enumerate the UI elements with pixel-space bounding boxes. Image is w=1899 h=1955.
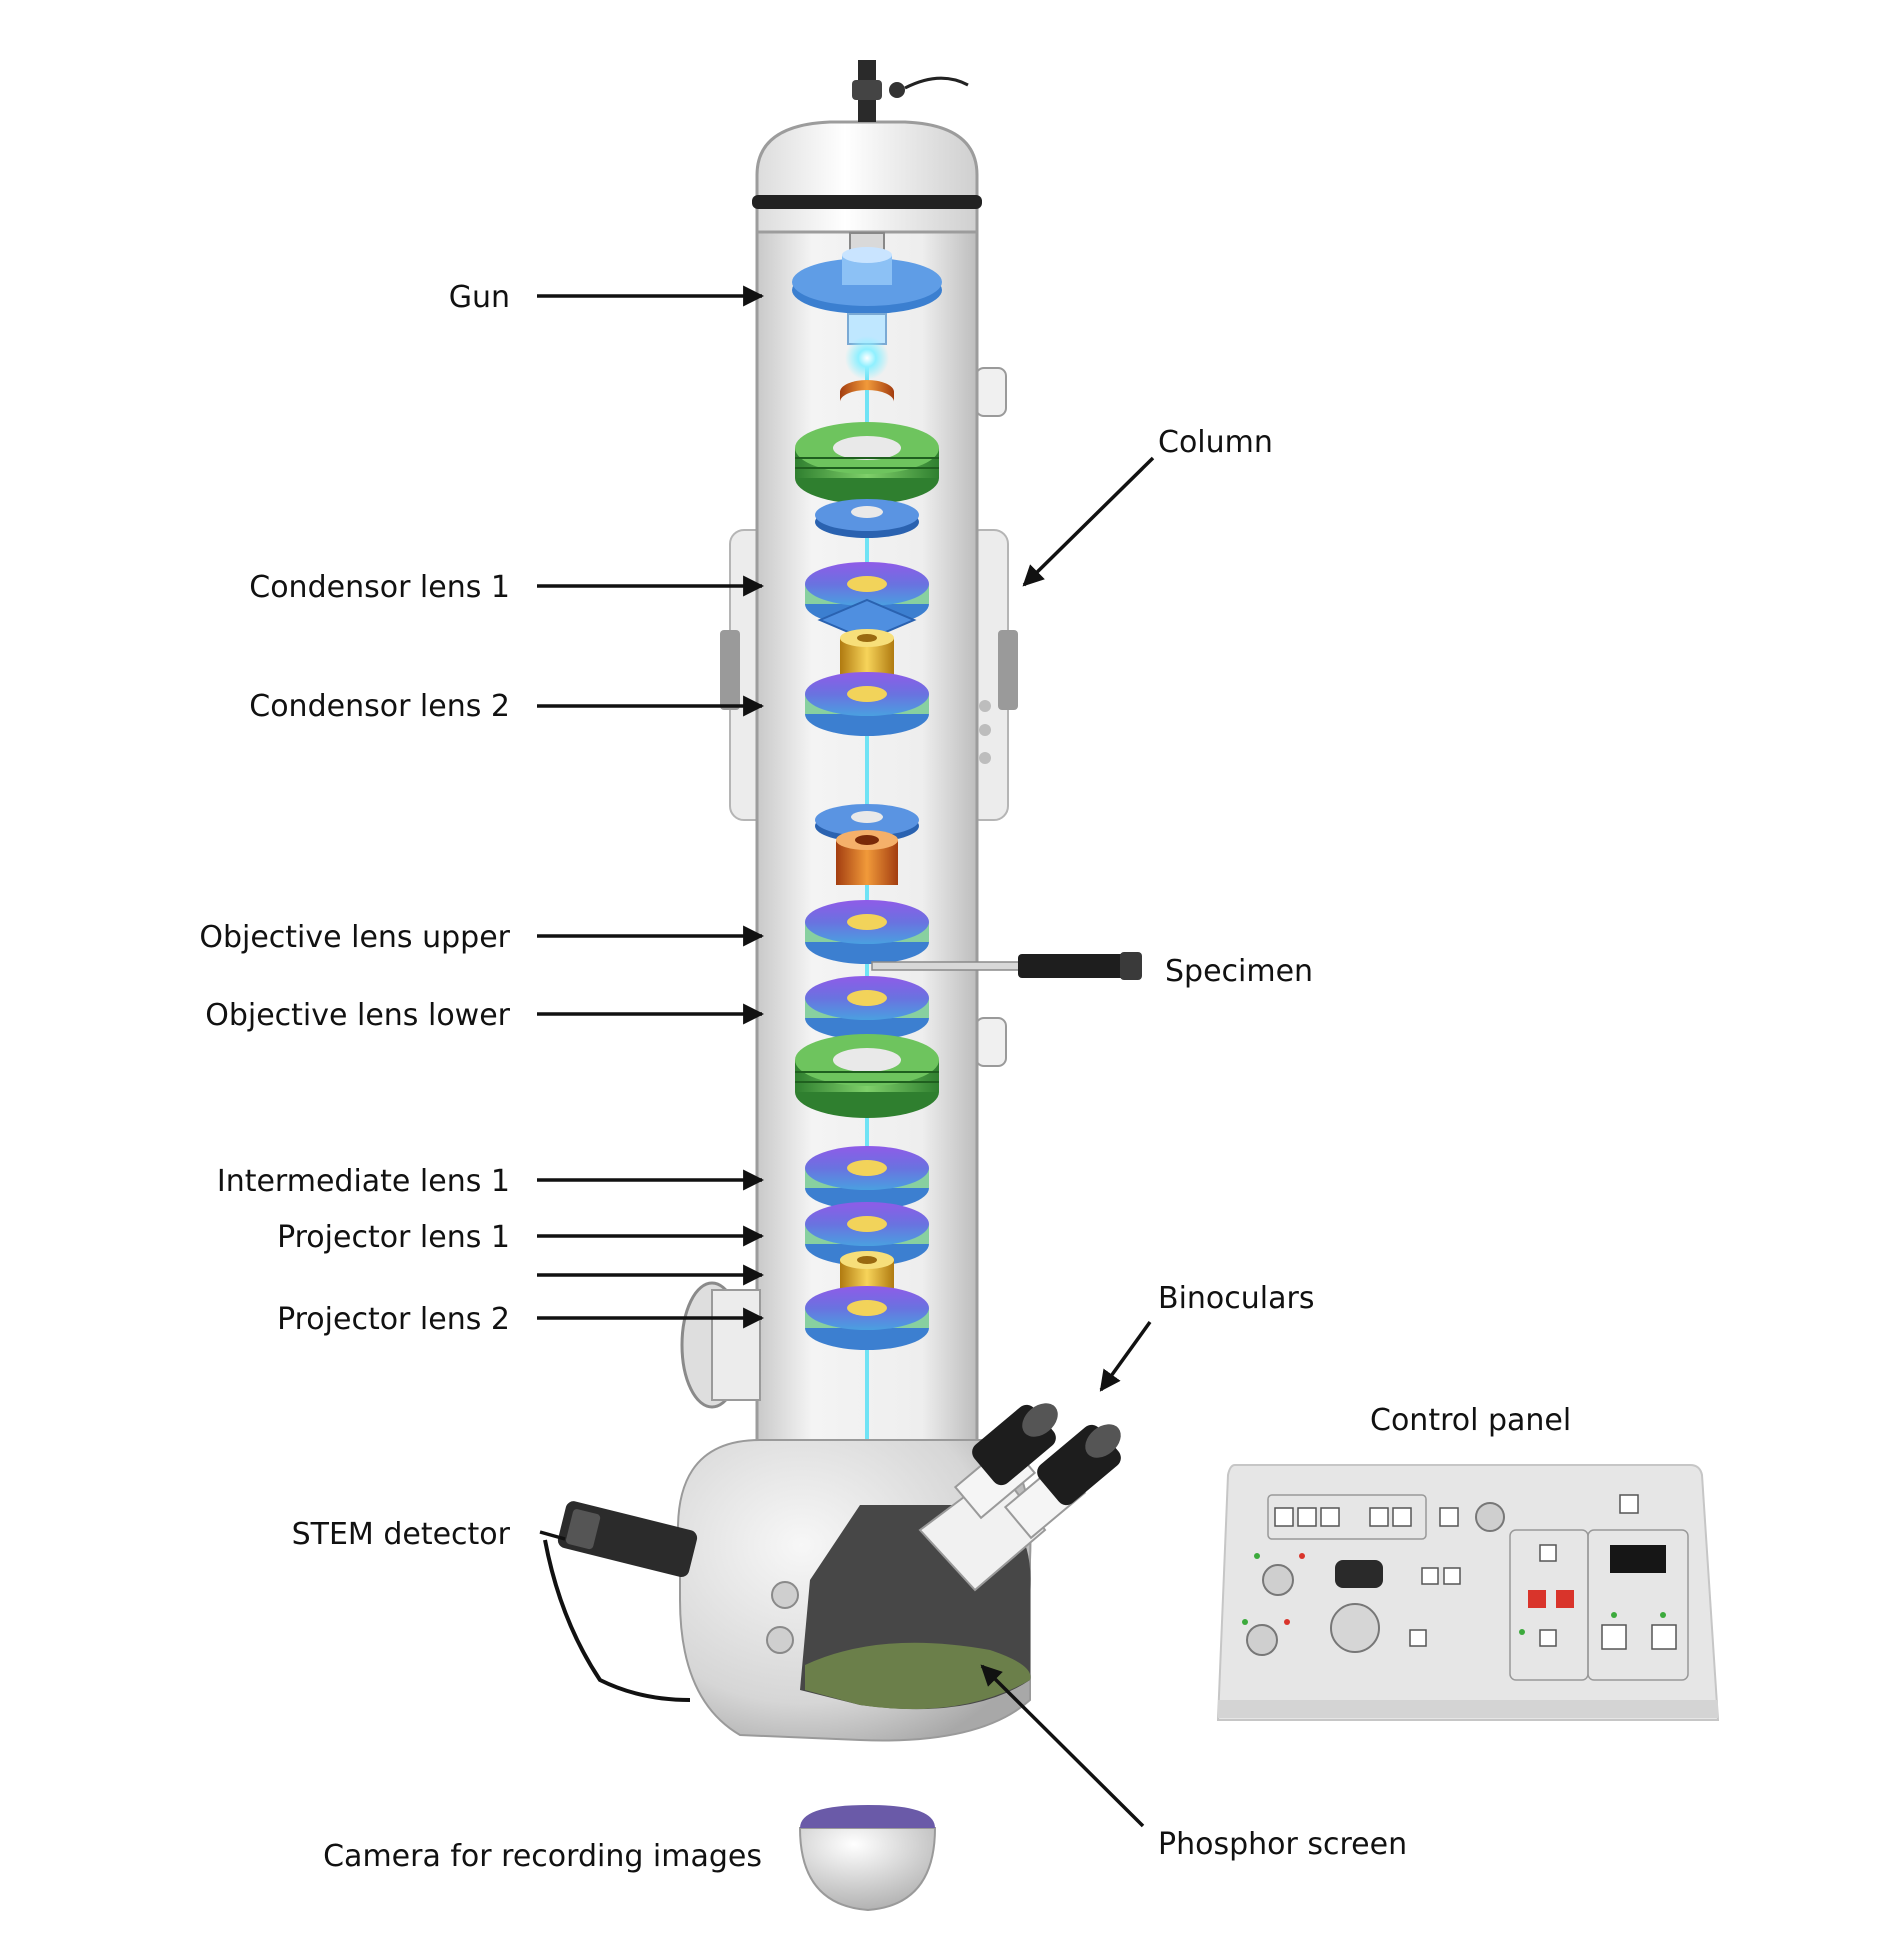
label-intermediate-lens-1: Intermediate lens 1 <box>217 1164 510 1199</box>
electron-gun <box>792 232 942 380</box>
control-panel <box>1216 1464 1720 1721</box>
label-column: Column <box>1158 425 1273 460</box>
label-projector-lens-1: Projector lens 1 <box>277 1220 510 1255</box>
projector-lens-2 <box>805 1286 929 1350</box>
label-gun: Gun <box>449 280 510 315</box>
objective-lens-lower <box>805 976 929 1040</box>
label-projector-lens-2: Projector lens 2 <box>277 1302 510 1337</box>
label-stem-detector: STEM detector <box>292 1517 511 1552</box>
label-condensor-lens-2: Condensor lens 2 <box>249 689 510 724</box>
blue-disc-lower <box>815 804 919 842</box>
green-coil-lower <box>795 1034 939 1118</box>
objective-lens-upper <box>805 900 929 964</box>
binoculars <box>918 1403 1121 1592</box>
label-binoculars: Binoculars <box>1158 1281 1314 1316</box>
stem-detector <box>543 1501 698 1702</box>
label-control-panel: Control panel <box>1370 1403 1571 1438</box>
orange-coil <box>836 830 898 885</box>
blue-disc-upper <box>815 499 919 538</box>
arrow-phosphor-screen <box>980 1664 1145 1828</box>
specimen-holder <box>871 952 1142 980</box>
arrow-column <box>1022 456 1155 587</box>
label-camera: Camera for recording images <box>323 1839 762 1874</box>
green-coil-upper <box>795 422 939 504</box>
arrow-binoculars <box>1099 1320 1152 1392</box>
label-condensor-lens-1: Condensor lens 1 <box>249 570 510 605</box>
label-specimen: Specimen <box>1165 954 1313 989</box>
label-phosphor-screen: Phosphor screen <box>1158 1827 1407 1862</box>
condensor-lens-2 <box>805 672 929 736</box>
small-aperture <box>840 380 894 402</box>
camera-dome <box>798 1805 937 1912</box>
leader-arrows <box>537 285 1155 1828</box>
yellow-coil-1 <box>840 629 894 678</box>
column-top-cap <box>752 60 982 234</box>
intermediate-lens-1 <box>805 1146 929 1210</box>
phosphor-screen <box>805 1642 1031 1710</box>
arrow-stem-detector <box>539 1530 566 1541</box>
label-objective-lens-upper: Objective lens upper <box>199 920 510 955</box>
label-objective-lens-lower: Objective lens lower <box>205 998 510 1033</box>
projector-lens-1 <box>805 1202 929 1266</box>
